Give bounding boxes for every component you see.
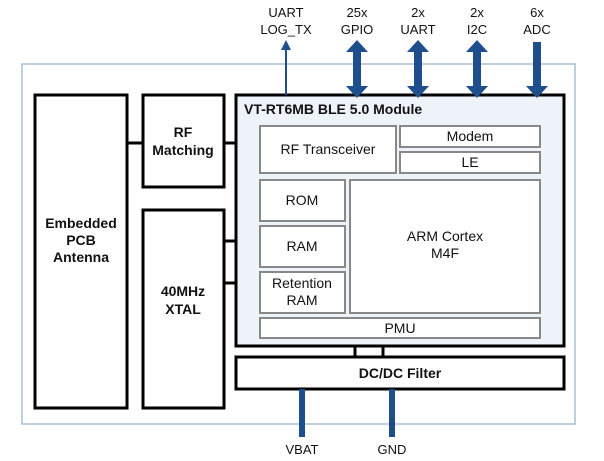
- rf-transceiver-block: [259, 125, 397, 174]
- antenna-label-line1: Embedded: [45, 215, 117, 231]
- pin-adc-line1: 6x: [530, 5, 544, 20]
- pin-i2c-line1: 2x: [470, 5, 484, 20]
- uart-bidir-arrow: [407, 40, 429, 98]
- gnd-label: GND: [378, 442, 407, 457]
- i2c-bidir-arrow: [466, 40, 488, 98]
- pin-gpio-line2: GPIO: [341, 22, 374, 37]
- antenna-block: [33, 93, 129, 410]
- pmu-label: PMU: [384, 320, 415, 336]
- pin-adc-line2: ADC: [523, 22, 550, 37]
- pin-uart-log-line2: LOG_TX: [260, 22, 312, 37]
- vbat-line: [299, 389, 305, 437]
- pin-uart-line1: 2x: [411, 5, 425, 20]
- antenna-label-line3: Antenna: [53, 249, 109, 265]
- ram-label: RAM: [286, 238, 317, 254]
- xtal-label-line2: XTAL: [165, 301, 201, 317]
- dcdc-filter-block: [234, 355, 566, 391]
- rom-label: ROM: [286, 192, 319, 208]
- pin-uart-log-line1: UART: [268, 5, 303, 20]
- pin-gpio-line1: 25x: [347, 5, 368, 20]
- le-label: LE: [461, 154, 478, 170]
- uart-log-arrowhead: [281, 40, 291, 50]
- rom-block: [259, 179, 346, 222]
- le-block: [399, 151, 541, 174]
- module-title: VT-RT6MB BLE 5.0 Module: [244, 101, 422, 117]
- modem-block: [399, 125, 541, 148]
- xtal-label-line1: 40MHz: [161, 283, 205, 299]
- adc-input-arrow: [526, 42, 548, 98]
- modem-label: Modem: [447, 128, 494, 144]
- pmu-block: [259, 317, 541, 339]
- rf-transceiver-label: RF Transceiver: [281, 141, 376, 157]
- gnd-line: [389, 389, 395, 437]
- pin-i2c-line2: I2C: [467, 22, 487, 37]
- rf-matching-label-line1: RF: [174, 124, 193, 140]
- xtal-block: [141, 208, 226, 410]
- rf-matching-label-line2: Matching: [152, 142, 213, 158]
- cpu-label-line2: M4F: [431, 245, 459, 261]
- ram-block: [259, 225, 346, 268]
- gpio-bidir-arrow: [346, 40, 368, 98]
- dcdc-filter-label: DC/DC Filter: [359, 365, 442, 381]
- pin-uart-line2: UART: [400, 22, 435, 37]
- antenna-label-line2: PCB: [66, 232, 96, 248]
- retention-ram-label-line2: RAM: [286, 292, 317, 308]
- retention-ram-label-line1: Retention: [272, 275, 332, 291]
- cpu-block: [349, 179, 541, 314]
- rf-matching-block: [141, 93, 226, 189]
- retention-ram-block: [259, 271, 346, 314]
- vbat-label: VBAT: [286, 442, 319, 457]
- cpu-label-line1: ARM Cortex: [407, 228, 483, 244]
